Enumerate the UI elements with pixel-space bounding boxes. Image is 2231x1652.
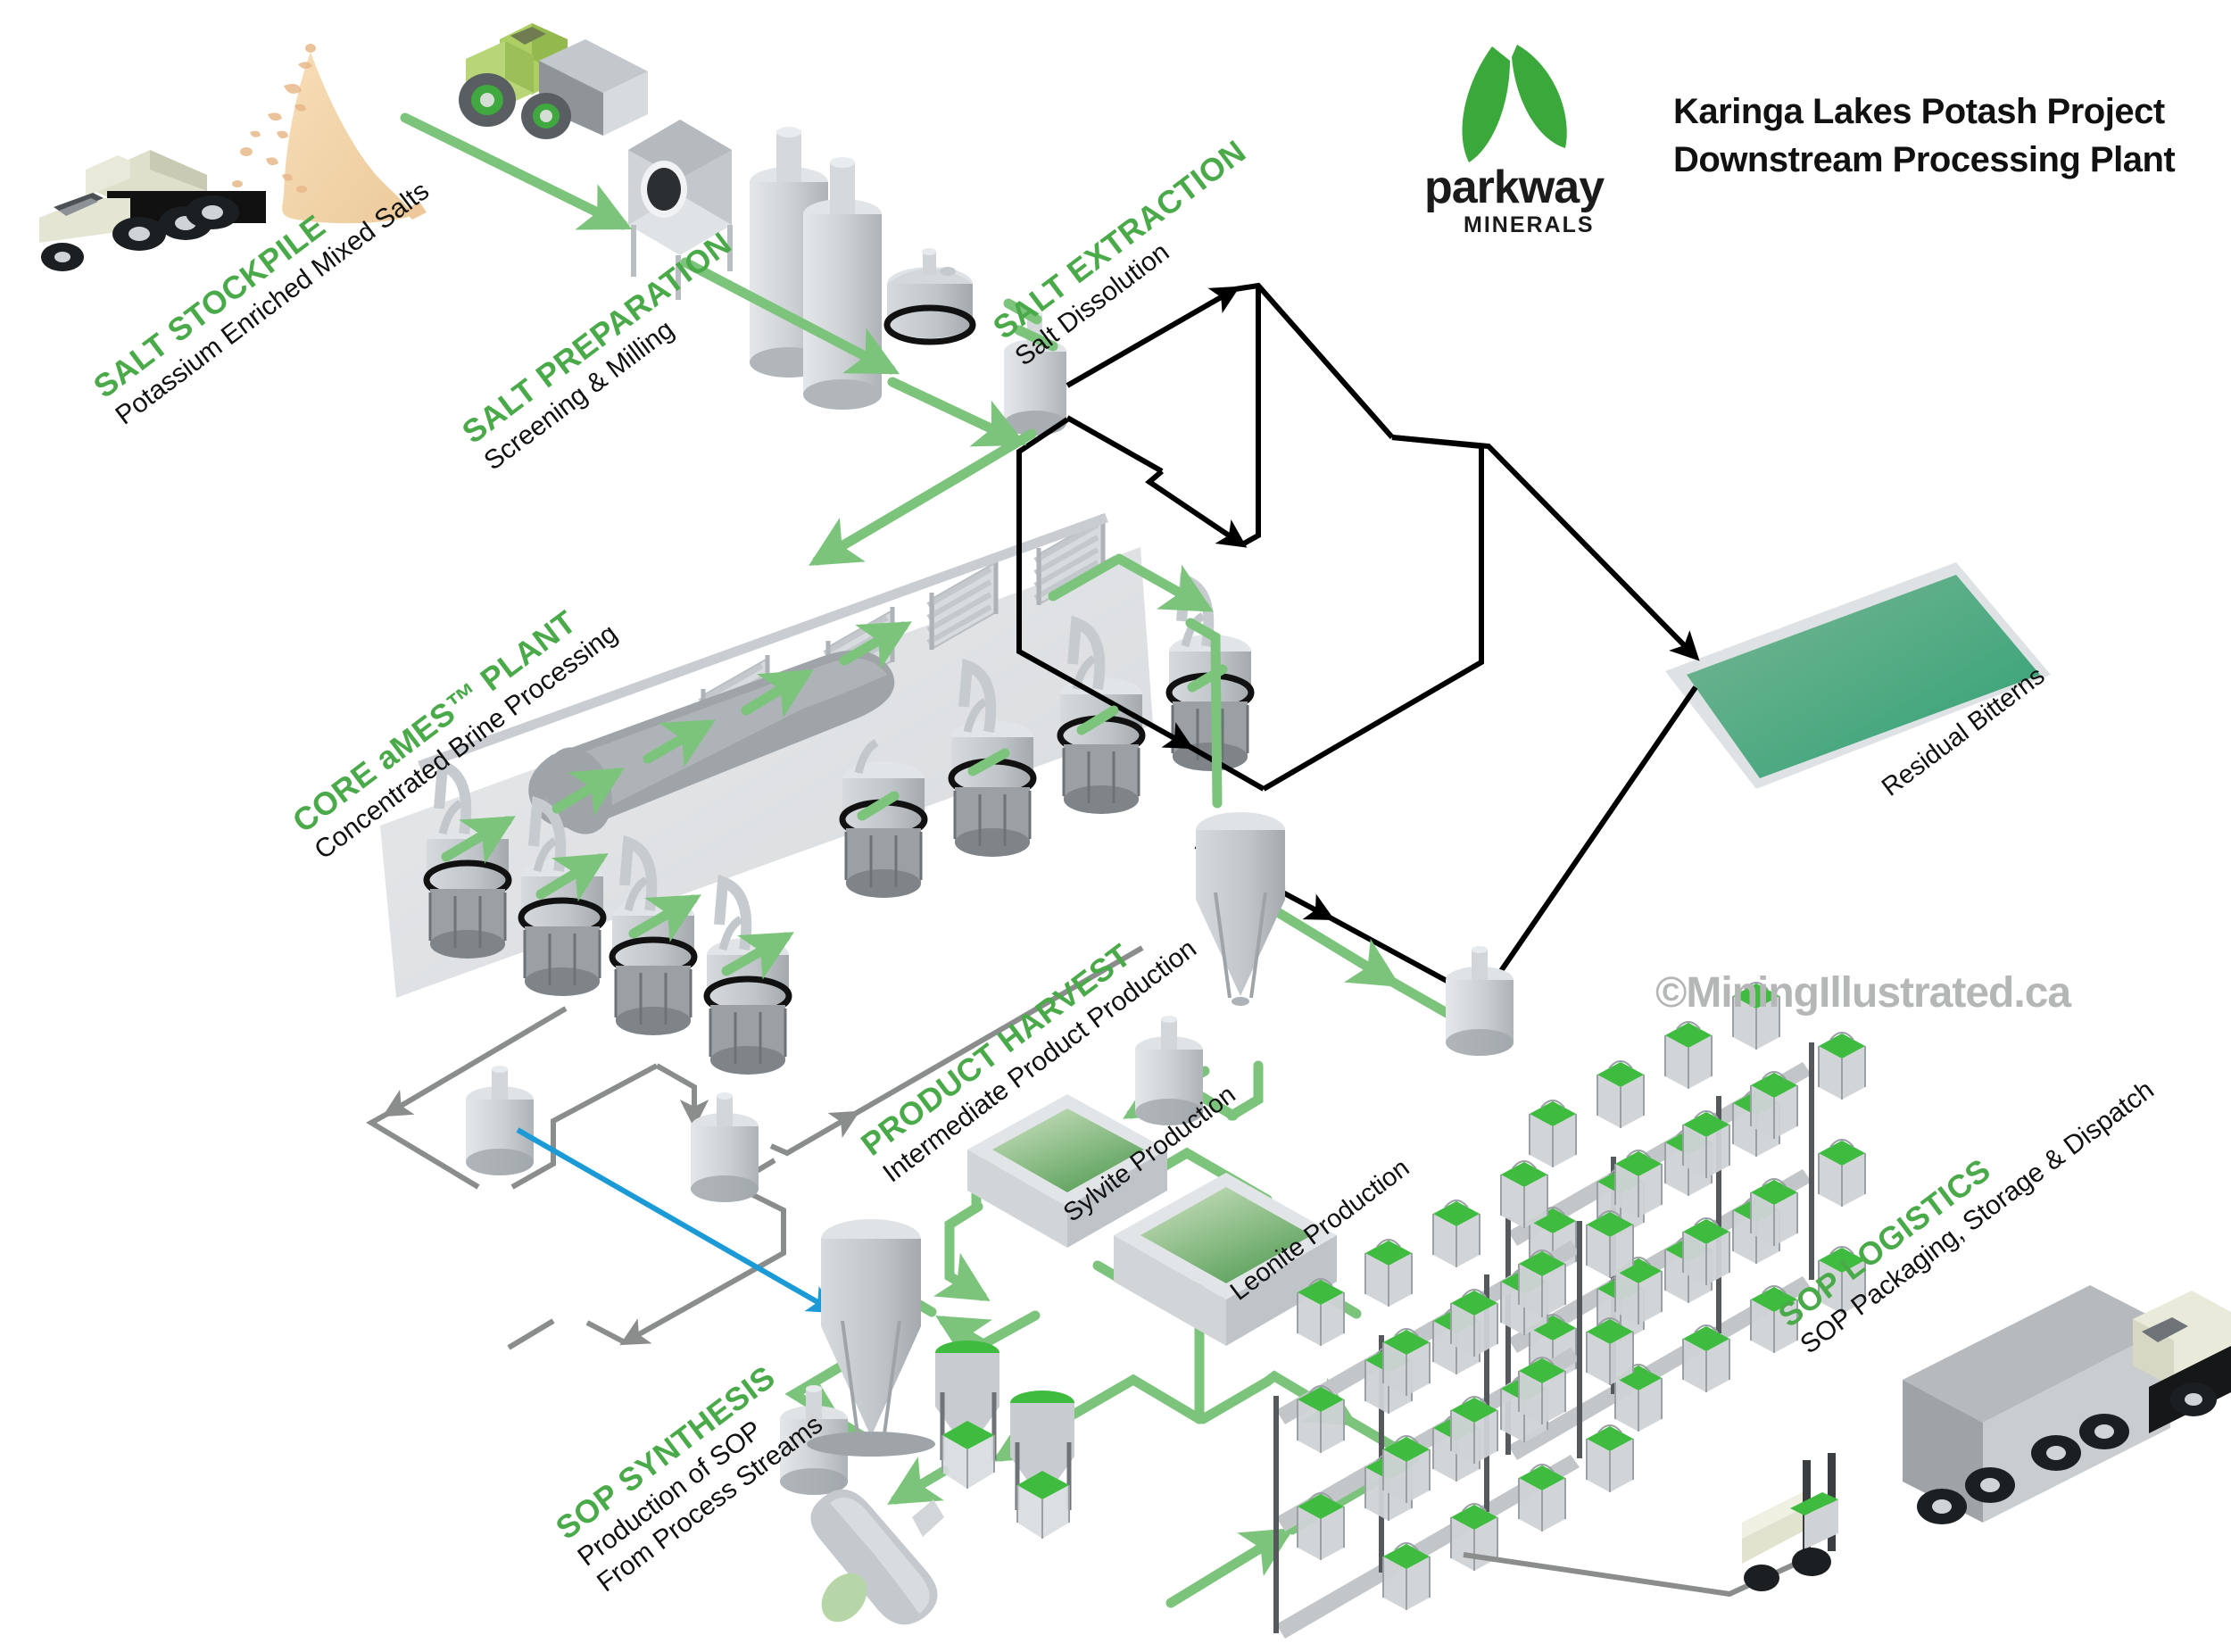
bagging-hopper-2 <box>1010 1391 1074 1539</box>
forklift-route <box>1463 1552 1813 1598</box>
residual-bitterns-pond <box>1665 562 2051 789</box>
harvest-feed-tank <box>1446 946 1514 1056</box>
dissolver-drum-icon <box>883 248 976 345</box>
leonite-production-bin <box>1114 1173 1337 1346</box>
thickener-cyclone <box>1196 812 1285 1006</box>
watermark: ©MiningIllustrated.ca <box>1655 969 2071 1017</box>
screening-mill-icon <box>628 120 733 300</box>
recycle-tank-a <box>466 1066 534 1175</box>
bitterns-flow-lines <box>1016 282 1700 1003</box>
forklift-icon <box>1742 1453 1838 1591</box>
rotary-dryer <box>810 1489 944 1625</box>
water-reagent-line <box>516 1127 837 1314</box>
haul-truck-icon <box>39 150 266 271</box>
loader-tractor-icon <box>459 23 648 139</box>
salt-pile <box>282 52 411 224</box>
salt-stockpile-group <box>39 44 427 271</box>
recycle-tank-b <box>691 1092 759 1202</box>
dispatch-truck-icon <box>1903 1285 2231 1524</box>
parkway-logo-wordmark: parkway <box>1424 162 1605 213</box>
sop-synthesis-group <box>807 1219 1074 1625</box>
page-title-line-2: Downstream Processing Plant <box>1673 140 2176 179</box>
parkway-logo-leaf-icon <box>1462 45 1567 162</box>
salt-preparation-group <box>459 23 976 410</box>
warehouse-rack-back <box>1505 982 1866 1460</box>
page-title-line-1: Karinga Lakes Potash Project <box>1673 92 2165 131</box>
sylvite-production-bin <box>967 1094 1167 1248</box>
sop-reactor-silo <box>807 1219 935 1457</box>
bagging-hopper-1 <box>935 1341 999 1489</box>
parkway-logo-sub: MINERALS <box>1464 212 1595 237</box>
warehouse-rack-front <box>1273 1160 1634 1639</box>
